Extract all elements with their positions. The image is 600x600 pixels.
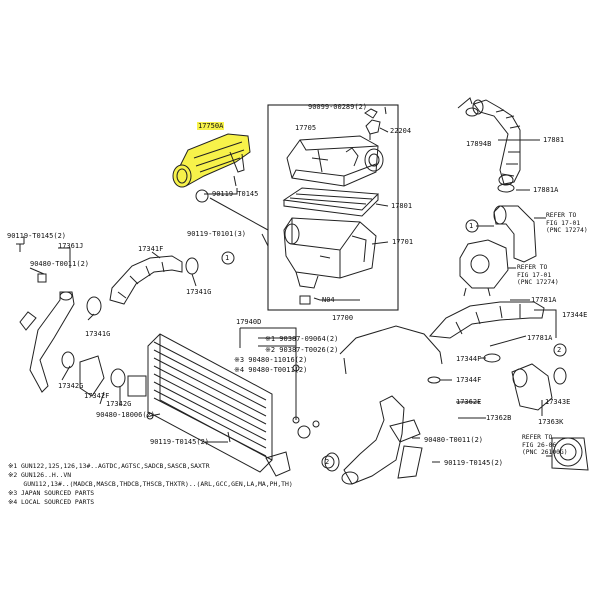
air-filter-17801 bbox=[282, 187, 380, 217]
marker-number-2-b: 2 bbox=[325, 458, 330, 466]
part-label-17344E: 17344E bbox=[562, 311, 588, 319]
part-label-90119-T0145-left: 90119-T0145(2) bbox=[7, 232, 67, 240]
elbow-17343E bbox=[511, 363, 553, 411]
sensor-22204 bbox=[365, 119, 381, 140]
part-label-90480-T0011-right: 90480-T0011(2) bbox=[424, 436, 484, 444]
part-label-3-90480: ※3 90480-11016(2) bbox=[234, 356, 308, 364]
part-label-17344F-b: 17344F bbox=[456, 376, 482, 384]
part-label-1-90387: ※1 90387-09064(2) bbox=[265, 335, 339, 343]
footnote-1: ※1 GUN122,125,126,13#..AGTDC,AGTSC,SADCB… bbox=[8, 462, 210, 470]
clamp-17342G-b bbox=[110, 368, 126, 388]
circle-markers bbox=[195, 189, 567, 469]
part-label-4-90480: ※4 90480-T0011(2) bbox=[234, 366, 308, 374]
air-cleaner-cap-17705 bbox=[286, 135, 384, 187]
marker-number-1-b: 1 bbox=[469, 222, 474, 230]
clamp-17343E-b bbox=[553, 367, 567, 385]
part-label-17342G-b: 17342G bbox=[106, 400, 132, 408]
part-label-17700: 17700 bbox=[332, 314, 354, 322]
part-label-17341G-a: 17341G bbox=[186, 288, 212, 296]
part-label-17701: 17701 bbox=[392, 238, 414, 246]
clamp-17341G-a bbox=[185, 257, 199, 275]
part-label-17705: 17705 bbox=[295, 124, 317, 132]
hose-17344E bbox=[428, 301, 545, 339]
air-cleaner-box-frame bbox=[267, 104, 399, 311]
clamp-17362-a bbox=[324, 452, 340, 472]
clamp-17342G-a bbox=[61, 351, 75, 369]
part-label-17342G-a: 17342G bbox=[58, 382, 84, 390]
marker-number-1-a: 1 bbox=[225, 254, 230, 262]
throttle-body bbox=[551, 437, 589, 471]
footnote-4: ※4 LOCAL SOURCED PARTS bbox=[8, 498, 95, 506]
nut-90480-left bbox=[37, 273, 47, 283]
footnote-2: ※2 GUN126..H..VN bbox=[8, 471, 72, 479]
part-label-17781A-top: 17781A bbox=[531, 296, 557, 304]
air-inlet-17750A bbox=[172, 133, 251, 188]
part-label-90119-T0145-right: 90119-T0145(2) bbox=[444, 459, 504, 467]
part-label-22204: 22204 bbox=[390, 127, 412, 135]
resonator-body bbox=[459, 239, 509, 297]
clip-90099 bbox=[364, 108, 378, 119]
part-label-17894B: 17894B bbox=[466, 140, 492, 148]
part-label-17343E: 17343E bbox=[545, 398, 571, 406]
part-label-17940D: 17940D bbox=[236, 318, 262, 326]
leader-lines-right-top bbox=[457, 97, 546, 269]
part-label-90099: 90099-00289(2) bbox=[308, 103, 368, 111]
intercooler bbox=[127, 333, 291, 477]
clamp-17881A bbox=[497, 183, 515, 193]
part-label-17801: 17801 bbox=[391, 202, 413, 210]
part-label-N04: N04 bbox=[322, 296, 335, 304]
air-cleaner-case-17701 bbox=[283, 217, 377, 289]
footnote-3: ※3 JAPAN SOURCED PARTS bbox=[8, 489, 95, 497]
pipe-17342F bbox=[79, 355, 105, 397]
part-label-2-90387: ※2 90387-T0026(2) bbox=[265, 346, 339, 354]
part-label-17344F-a: 17344F bbox=[456, 355, 482, 363]
hose-17341F bbox=[109, 255, 183, 305]
part-label-17341F: 17341F bbox=[138, 245, 164, 253]
grommet-n04 bbox=[299, 295, 311, 305]
refer-note-fig-26-06: REFER TO FIG 26-06 (PNC 26100G) bbox=[522, 434, 568, 456]
wire-lines bbox=[339, 325, 443, 375]
leader-lines-left bbox=[23, 236, 197, 321]
part-label-17750A: 17750A bbox=[197, 122, 225, 130]
part-label-90119-T0101: 90119-T0101(3) bbox=[187, 230, 247, 238]
refer-note-fig-17-01-a: REFER TO FIG 17-01 (PNC 17274) bbox=[546, 212, 588, 234]
footnote-2-cont: GUN112,13#..(MADCB,MASCB,THDCB,THSCB,THX… bbox=[8, 480, 293, 488]
clamp-17894B bbox=[465, 107, 479, 117]
part-label-17361J: 17361J bbox=[58, 242, 84, 250]
part-label-17363K: 17363K bbox=[538, 418, 564, 426]
part-label-90480-T0011-left: 90480-T0011(2) bbox=[30, 260, 90, 268]
part-label-17881: 17881 bbox=[543, 136, 565, 144]
clamp-17344F-a bbox=[483, 353, 501, 363]
clamp-17344F-b bbox=[427, 376, 441, 384]
part-label-17362B: 17362B bbox=[486, 414, 512, 422]
part-label-17362E: 17362E bbox=[456, 398, 482, 406]
intake-pipe-17361J bbox=[19, 291, 75, 393]
refer-note-fig-17-01-b: REFER TO FIG 17-01 (PNC 17274) bbox=[517, 264, 559, 286]
part-label-17781A-bot: 17781A bbox=[527, 334, 553, 342]
elbow-pipe bbox=[493, 205, 537, 263]
part-label-17342F: 17342F bbox=[84, 392, 110, 400]
part-label-17881A: 17881A bbox=[533, 186, 559, 194]
part-label-90480-18006: 90480-18006(2) bbox=[96, 411, 156, 419]
bolt-90119-left bbox=[16, 243, 24, 252]
marker-number-2-a: 2 bbox=[557, 346, 562, 354]
clamp-17341G-b bbox=[86, 296, 102, 316]
leader-lines-mid bbox=[61, 327, 297, 443]
part-label-17341G-b: 17341G bbox=[85, 330, 111, 338]
leader-lines-top bbox=[204, 106, 389, 301]
part-label-90119-top: 90119-T0145 bbox=[212, 190, 259, 198]
hose-17881 bbox=[472, 99, 521, 186]
part-label-90119-T0145-mid: 90119-T0145(2) bbox=[150, 438, 210, 446]
pipe-17362E bbox=[341, 395, 423, 485]
pipe-17362B bbox=[389, 419, 421, 443]
leader-lines-right-lower bbox=[412, 299, 557, 463]
